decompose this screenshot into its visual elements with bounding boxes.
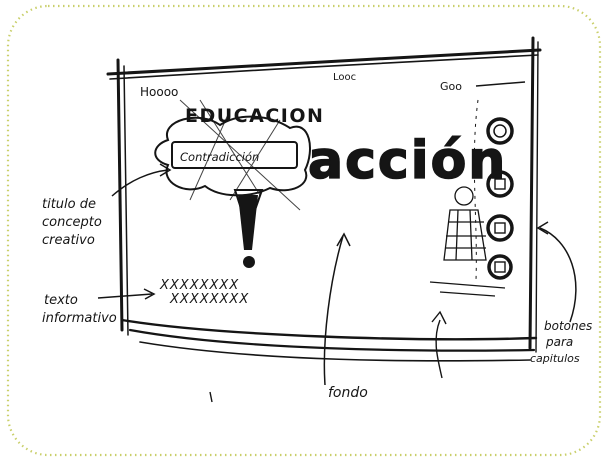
annotation-chapter-buttons-line-2: para [545, 335, 573, 349]
annotation-chapter-buttons-line-1: botones [544, 319, 592, 333]
arrow-icon [539, 227, 577, 323]
info-text: XXXXXXXX XXXXXXXX [159, 278, 249, 307]
concept-title-block: EDUCACION Contradicción [154, 99, 323, 234]
header-mark-right: Goo [440, 80, 462, 93]
annotation-info-text-line-2: informativo [42, 311, 117, 326]
big-word: acción [308, 131, 507, 191]
header-mark-left: Hoooo [140, 85, 178, 99]
header-mark-center: Looc [333, 72, 356, 83]
annotation-info-text-line-1: texto [44, 293, 78, 308]
chapter-button-1[interactable] [486, 117, 514, 145]
exclamation-icon [238, 195, 258, 268]
annotation-chapter-buttons-line-3: capitulos [530, 352, 580, 365]
chapter-button-4[interactable] [487, 254, 513, 280]
person-illustration [429, 186, 506, 297]
chapter-buttons [473, 99, 514, 281]
annotation-chapter-buttons: botones para capitulos [530, 221, 592, 365]
arrow-icon [111, 169, 169, 197]
annotation-concept-title: titulo de concepto creativo [42, 163, 172, 248]
annotation-concept-title-line-3: creativo [42, 233, 95, 248]
subtitle-text: Contradicción [180, 150, 259, 164]
annotation-background-label: fondo [328, 385, 368, 401]
annotation-info-text: texto informativo [42, 288, 156, 326]
info-text-line-2: XXXXXXXX [169, 292, 249, 307]
screen-outline [106, 36, 542, 362]
arrow-icon [323, 235, 344, 386]
info-text-line-1: XXXXXXXX [159, 278, 239, 293]
annotation-concept-title-line-2: concepto [42, 215, 102, 230]
arrow-icon [97, 293, 153, 299]
chapter-button-2[interactable] [486, 170, 514, 198]
annotation-background: fondo [209, 232, 447, 403]
dotted-frame [6, 4, 602, 457]
annotation-concept-title-line-1: titulo de [42, 197, 96, 212]
header-marks: Hoooo Looc Goo [140, 72, 526, 99]
chapter-button-3[interactable] [486, 214, 514, 242]
